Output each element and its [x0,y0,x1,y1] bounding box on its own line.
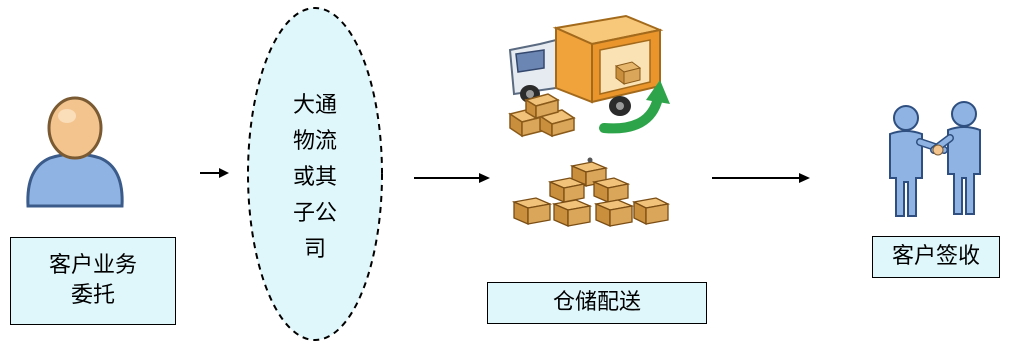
arrow-2 [414,173,490,183]
client-signoff-label: 客户签收 [872,236,1000,278]
logistics-company-ellipse [247,7,383,341]
arrow-1 [200,168,229,178]
warehouse-delivery-label: 仓储配送 [487,282,707,324]
boxes-stack-icon [511,157,671,227]
handshake-icon [889,101,981,217]
person-icon [26,96,124,208]
client-commission-label: 客户业务 委托 [10,237,176,325]
logistics-company-label: 大通 物流 或其 子公 司 [292,93,337,262]
delivery-truck-icon [508,14,670,138]
arrow-3 [712,173,810,183]
